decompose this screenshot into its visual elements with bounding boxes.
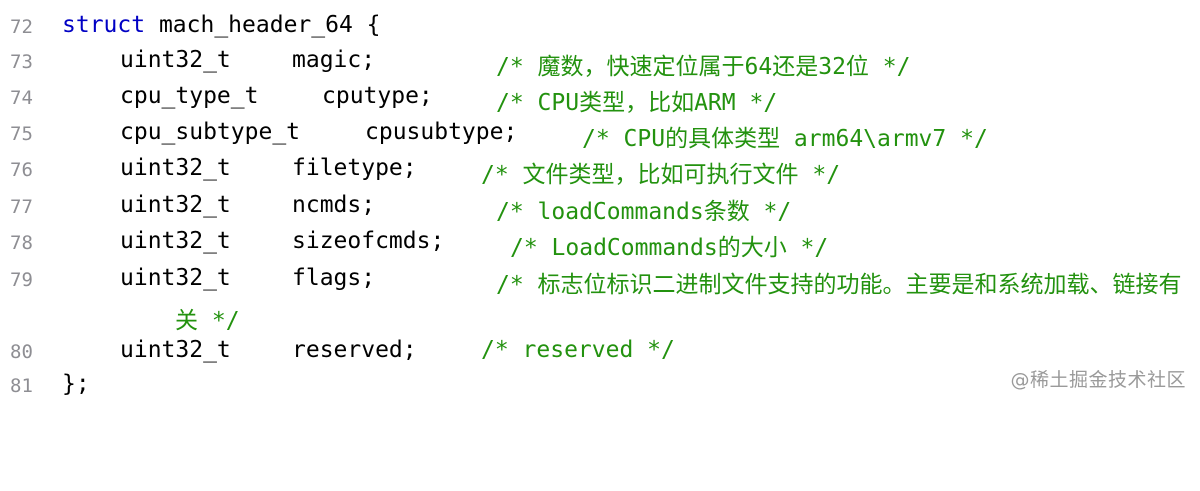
comment-text: /* CPU类型，比如ARM */ [496, 90, 778, 116]
line-number: 75 [10, 123, 33, 145]
comment-text: /* loadCommands条数 */ [496, 199, 792, 225]
field-name: cpusubtype; [365, 119, 518, 145]
code-line: 76 uint32_t filetype; /* 文件类型，比如可执行文件 */ [0, 153, 1200, 189]
code-line: 81 }; [0, 369, 1200, 405]
line-number: 79 [10, 269, 33, 291]
line-number: 78 [10, 232, 33, 254]
comment-text: /* LoadCommands的大小 */ [510, 235, 829, 261]
line-number: 77 [10, 196, 33, 218]
type-name: uint32_t [120, 192, 231, 218]
code-line: 77 uint32_t ncmds; /* loadCommands条数 */ [0, 190, 1200, 226]
code-line: 75 cpu_subtype_t cpusubtype; /* CPU的具体类型… [0, 117, 1200, 153]
comment-continuation: 关 */ [175, 308, 240, 334]
code-line: 80 uint32_t reserved; /* reserved */ [0, 335, 1200, 371]
field-name: sizeofcmds; [292, 228, 445, 254]
type-name: uint32_t [120, 47, 231, 73]
comment-text: /* 魔数，快速定位属于64还是32位 */ [496, 54, 911, 80]
field-name: ncmds; [292, 192, 376, 218]
type-name: uint32_t [120, 337, 231, 363]
keyword: struct [62, 12, 146, 38]
field-name: cputype; [322, 83, 433, 109]
closing-brace: }; [62, 371, 90, 397]
field-name: reserved; [292, 337, 417, 363]
field-name: magic; [292, 47, 376, 73]
type-name: cpu_type_t [120, 83, 259, 109]
type-name: uint32_t [120, 265, 231, 291]
watermark: @稀土掘金技术社区 [1010, 369, 1186, 391]
struct-name: mach_header_64 { [145, 12, 381, 38]
field-name: flags; [292, 265, 376, 291]
line-number: 76 [10, 159, 33, 181]
code-text: struct mach_header_64 { [62, 12, 381, 38]
line-number: 80 [10, 341, 33, 363]
code-line: 78 uint32_t sizeofcmds; /* LoadCommands的… [0, 226, 1200, 262]
field-name: filetype; [292, 155, 417, 181]
type-name: uint32_t [120, 155, 231, 181]
type-name: uint32_t [120, 228, 231, 254]
line-number: 74 [10, 87, 33, 109]
code-line: 72 struct mach_header_64 { [0, 10, 1200, 46]
line-number: 72 [10, 16, 33, 38]
comment-text: /* reserved */ [481, 337, 675, 363]
code-line: 73 uint32_t magic; /* 魔数，快速定位属于64还是32位 *… [0, 45, 1200, 81]
line-number: 81 [10, 375, 33, 397]
comment-text: /* 文件类型，比如可执行文件 */ [481, 162, 841, 188]
code-line: 79 uint32_t flags; /* 标志位标识二进制文件支持的功能。主要… [0, 263, 1200, 335]
code-line: 74 cpu_type_t cputype; /* CPU类型，比如ARM */ [0, 81, 1200, 117]
comment-text: /* 标志位标识二进制文件支持的功能。主要是和系统加载、链接有 [496, 272, 1182, 298]
line-number: 73 [10, 51, 33, 73]
comment-text: /* CPU的具体类型 arm64\armv7 */ [582, 126, 988, 152]
type-name: cpu_subtype_t [120, 119, 301, 145]
